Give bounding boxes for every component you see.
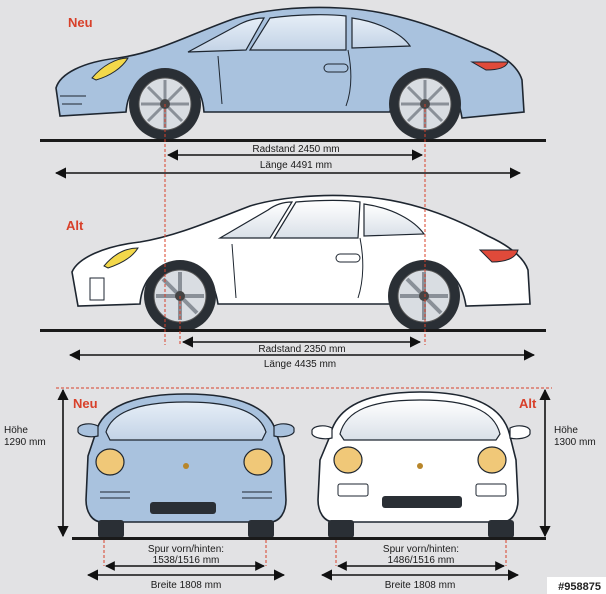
new-length-label: Länge 4491 mm [260,160,332,171]
new-side-taillight [470,61,509,71]
new-front-mirror-right [273,423,295,438]
new-front-label: Neu [73,396,98,411]
new-wheelbase-label: Radstand 2450 mm [252,144,339,155]
old-track-title: Spur vorn/hinten: [383,544,459,555]
track-reference-lines [103,540,507,566]
old-width-label: Breite 1808 mm [385,580,456,591]
new-track-title: Spur vorn/hinten: [148,544,224,555]
old-front-grille [382,496,462,508]
new-side-label: Neu [68,15,93,30]
old-front-tire-right [488,520,514,538]
old-track-value: 1486/1516 mm [388,555,455,566]
old-front-view: Alt [311,391,537,538]
old-side-window [272,199,361,239]
watermark-text: #958875 [558,581,601,593]
old-front-headlight-right [477,446,507,474]
new-side-view: Neu [40,6,546,179]
old-front-mirror-right [509,425,531,440]
old-front-headlight-left [333,446,363,474]
old-length-label: Länge 4435 mm [264,359,336,370]
old-wheelbase-label: Radstand 2350 mm [258,344,345,355]
old-side-rear-window [363,203,426,237]
new-side-window [248,14,347,51]
old-front-tire-left [328,520,354,538]
new-side-windshield [187,17,266,53]
new-side-rear-window [351,17,412,49]
new-front-view: Neu [73,393,295,538]
front-ground [72,537,546,540]
wheel-reference-lines [164,104,426,345]
new-front-tire-right [248,520,274,538]
old-height-title: Höhe [554,425,578,436]
new-front-windshield [105,401,267,441]
new-side-ground [40,139,546,142]
old-side-label: Alt [66,218,84,233]
new-track-value: 1538/1516 mm [153,555,220,566]
watermark-box [547,577,606,594]
old-front-crest [417,463,423,469]
old-side-view: Alt Radsta [40,194,546,370]
old-side-headlight [103,247,139,269]
new-height-value: 1290 mm [4,437,46,448]
old-side-ground [40,329,546,332]
new-front-headlight-left [95,448,125,476]
new-side-headlight [91,57,129,81]
new-front-headlight-right [243,448,273,476]
new-front-grille [150,502,216,514]
new-front-crest [183,463,189,469]
old-front-label: Alt [519,396,537,411]
new-front-tire-left [98,520,124,538]
new-front-mirror-left [77,423,99,438]
new-width-label: Breite 1808 mm [151,580,222,591]
old-side-taillight [478,249,519,263]
old-side-rear-wheel [388,260,460,332]
old-side-windshield [217,201,294,239]
old-front-windshield [339,399,501,441]
old-height-value: 1300 mm [554,437,596,448]
new-height-title: Höhe [4,425,28,436]
old-front-mirror-left [311,425,333,440]
